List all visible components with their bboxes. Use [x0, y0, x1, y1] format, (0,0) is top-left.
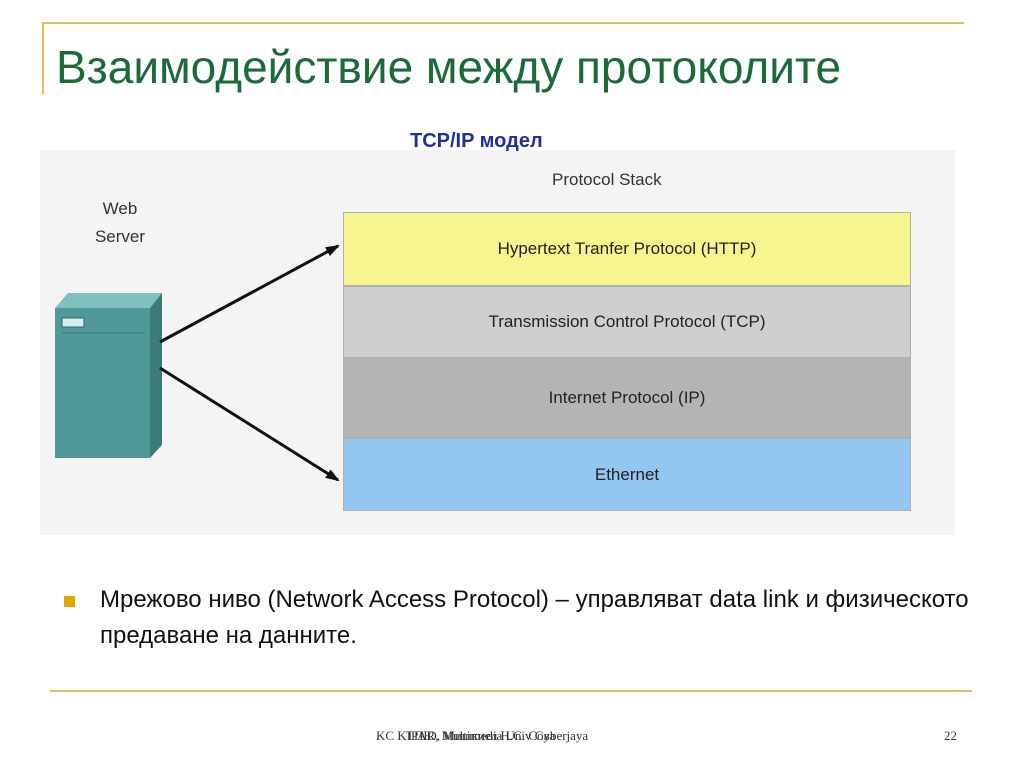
web-server-label-line2: Server [94, 227, 146, 246]
bullet-marker [64, 596, 75, 607]
layer-ip: Internet Protocol (IP) [343, 358, 911, 438]
page-number: 22 [944, 728, 957, 743]
web-server-label: Web Server [80, 195, 160, 251]
layer-ethernet: Ethernet [343, 438, 911, 511]
web-server-label-line1: Web [102, 199, 138, 218]
layer-http: Hypertext Tranfer Protocol (HTTP) [343, 212, 911, 286]
slide-title: Взаимодействие между протоколите [56, 41, 842, 93]
bottom-rule [50, 690, 972, 692]
top-rule [42, 22, 964, 24]
server-icon [55, 293, 162, 458]
bullet-text: Мрежово ниво (Network Access Protocol) –… [100, 586, 969, 649]
arrow-to-http [159, 244, 340, 344]
footer-overlap-text: ТПЮ, Мишкиел Н.С. Сова [406, 728, 556, 743]
left-rule [42, 22, 44, 94]
layer-tcp: Transmission Control Protocol (TCP) [343, 286, 911, 358]
footer-text: KC KIPAR, Multimedia Univ Cyberjaya [376, 728, 589, 743]
slide-subtitle: TCP/IP модел [410, 130, 543, 152]
arrow-to-ethernet [159, 366, 340, 482]
protocol-stack-label: Protocol Stack [552, 170, 662, 189]
